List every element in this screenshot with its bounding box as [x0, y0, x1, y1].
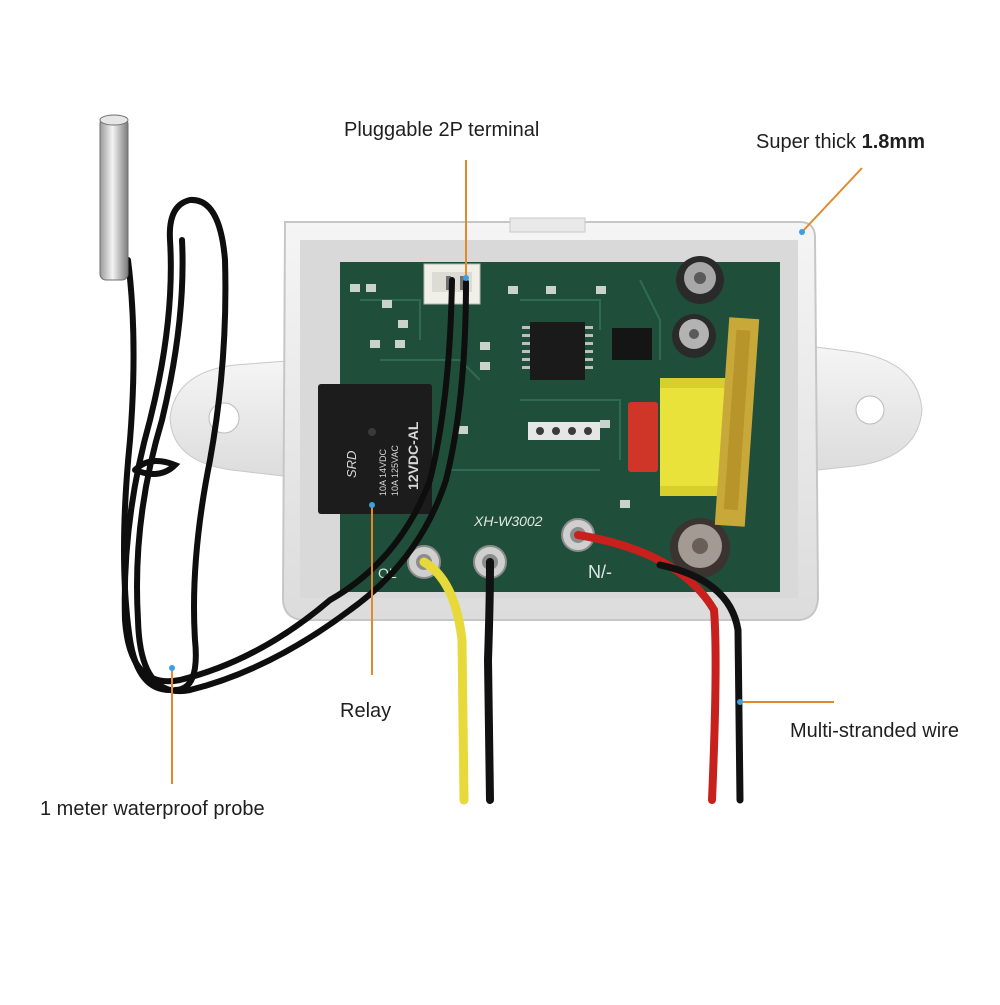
capacitor-middle — [672, 314, 716, 358]
black-wire-output — [483, 558, 494, 804]
capacitor-top — [676, 256, 724, 304]
power-daughterboard — [714, 317, 760, 527]
right-mount-hole — [855, 395, 885, 425]
chip-pins — [522, 326, 593, 369]
microcontroller-chip — [530, 322, 585, 380]
capacitor-bottom — [670, 518, 730, 578]
red-wire — [574, 531, 720, 804]
callout-dots — [169, 229, 805, 705]
label-multi-stranded-wire: Multi-stranded wire — [790, 720, 959, 742]
callout-lines — [171, 160, 863, 784]
label-pluggable-terminal: Pluggable 2P terminal — [344, 119, 540, 141]
housing-top-notch — [509, 217, 586, 233]
relay-component: 12VDC-AL SRD 10A 14VDC 10A 125VAC — [318, 384, 432, 514]
pcb-traces — [360, 279, 661, 471]
film-capacitor — [628, 402, 658, 472]
relay-rating-text: 12VDC-AL — [405, 421, 421, 490]
relay-contacts-2-text: 10A 125VAC — [390, 445, 400, 496]
board-model-label: XH-W3002 — [473, 513, 543, 529]
terminal-label-right: N/- — [588, 562, 612, 582]
label-super-thick: Super thick 1.8mm — [756, 130, 925, 154]
label-waterproof-probe: 1 meter waterproof probe — [40, 798, 265, 820]
label-super-thick-prefix: Super thick — [756, 131, 862, 153]
relay-brand-text: SRD — [344, 451, 359, 478]
transformer — [660, 378, 728, 496]
regulator-chip — [612, 328, 652, 360]
header-pins — [528, 422, 600, 440]
label-relay: Relay — [340, 700, 392, 722]
yellow-wire — [419, 557, 469, 805]
black-wire-power — [656, 561, 744, 804]
relay-contacts-1-text: 10A 14VDC — [378, 448, 388, 496]
callout-thickness — [801, 167, 863, 233]
probe-tip — [99, 117, 129, 281]
pcb-silkscreen-pads — [350, 284, 630, 508]
label-thickness-value: 1.8mm — [861, 131, 925, 153]
output-wires — [419, 531, 744, 805]
